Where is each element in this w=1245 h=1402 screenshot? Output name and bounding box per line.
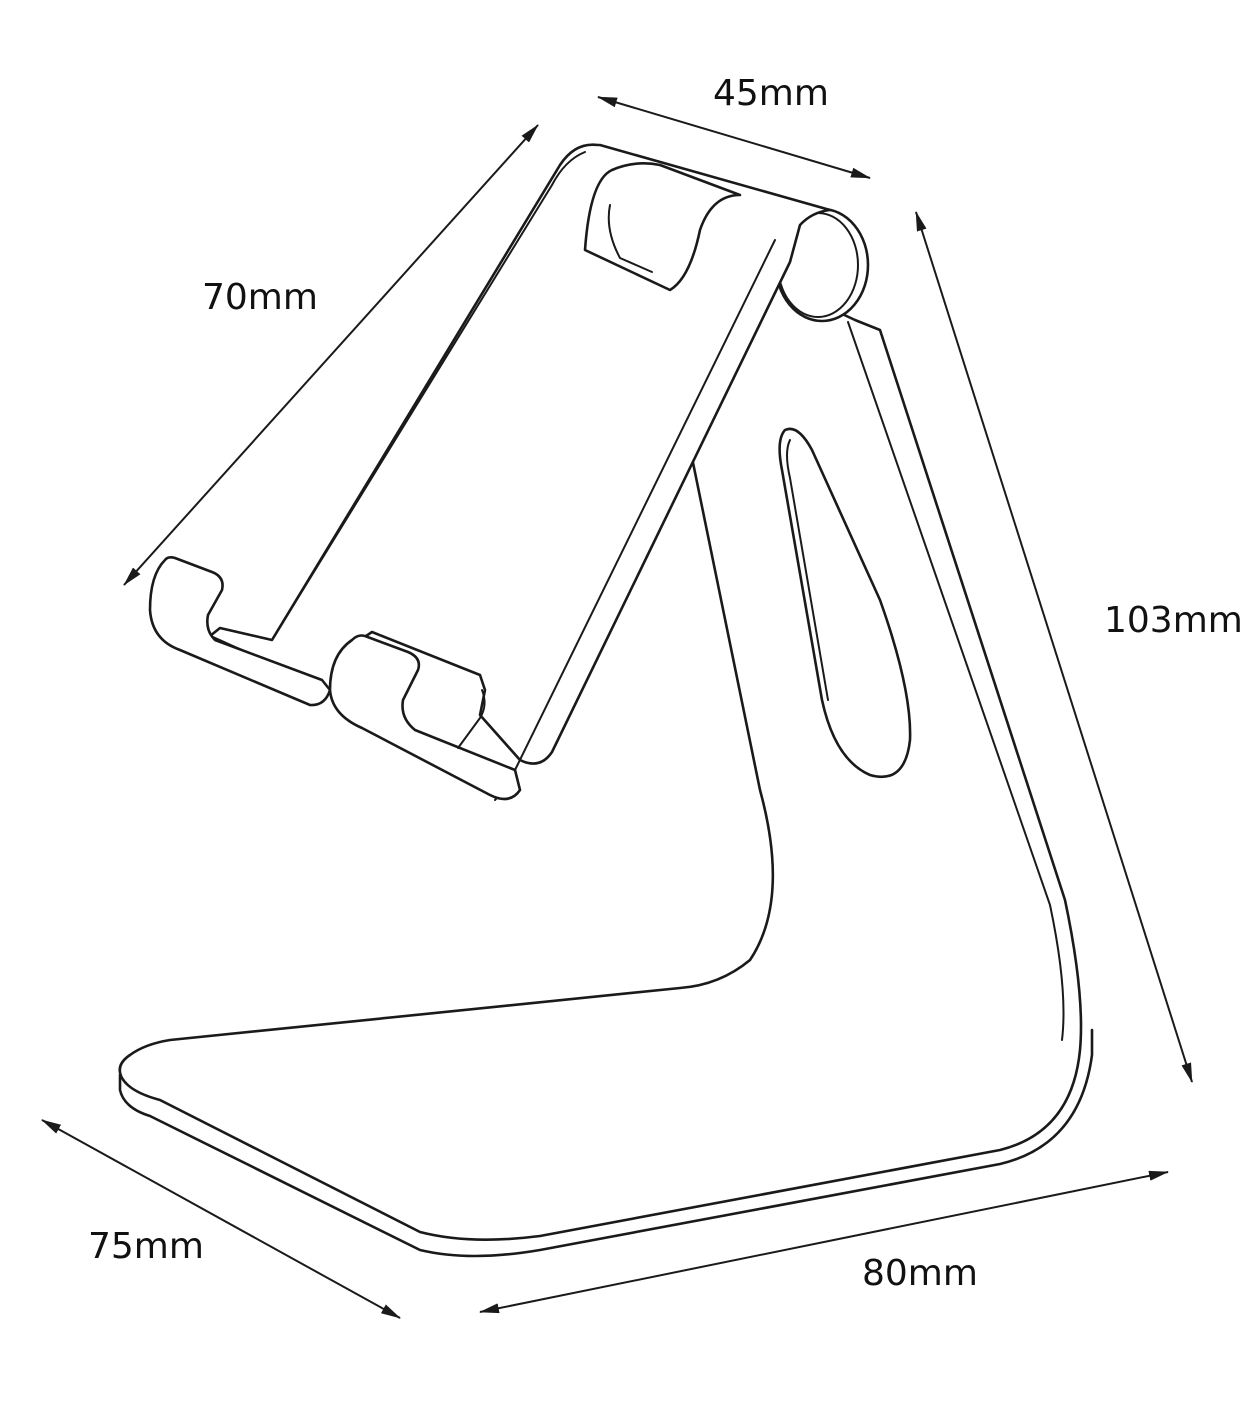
dimension-label-80mm: 80mm xyxy=(862,1253,978,1294)
upright-slot-inner xyxy=(786,439,829,701)
dimension-75mm-arrow xyxy=(41,1119,401,1319)
upright-slot xyxy=(778,427,912,779)
dimension-lines xyxy=(41,96,1193,1319)
dimension-80mm-arrow xyxy=(479,1170,1169,1314)
dimension-label-70mm: 70mm xyxy=(202,277,318,318)
plate-left-edge xyxy=(271,151,586,641)
dimension-label-103mm: 103mm xyxy=(1104,600,1243,641)
dimension-label-45mm: 45mm xyxy=(713,73,829,114)
dimension-70mm-arrow xyxy=(123,124,539,586)
right-foot xyxy=(328,634,522,801)
right-foot-edge xyxy=(457,689,486,749)
plate-top-cutout-inner xyxy=(607,204,653,273)
dimension-45mm-arrow xyxy=(597,96,871,179)
dimension-label-75mm: 75mm xyxy=(88,1226,204,1267)
dimension-103mm-arrow xyxy=(915,211,1193,1083)
